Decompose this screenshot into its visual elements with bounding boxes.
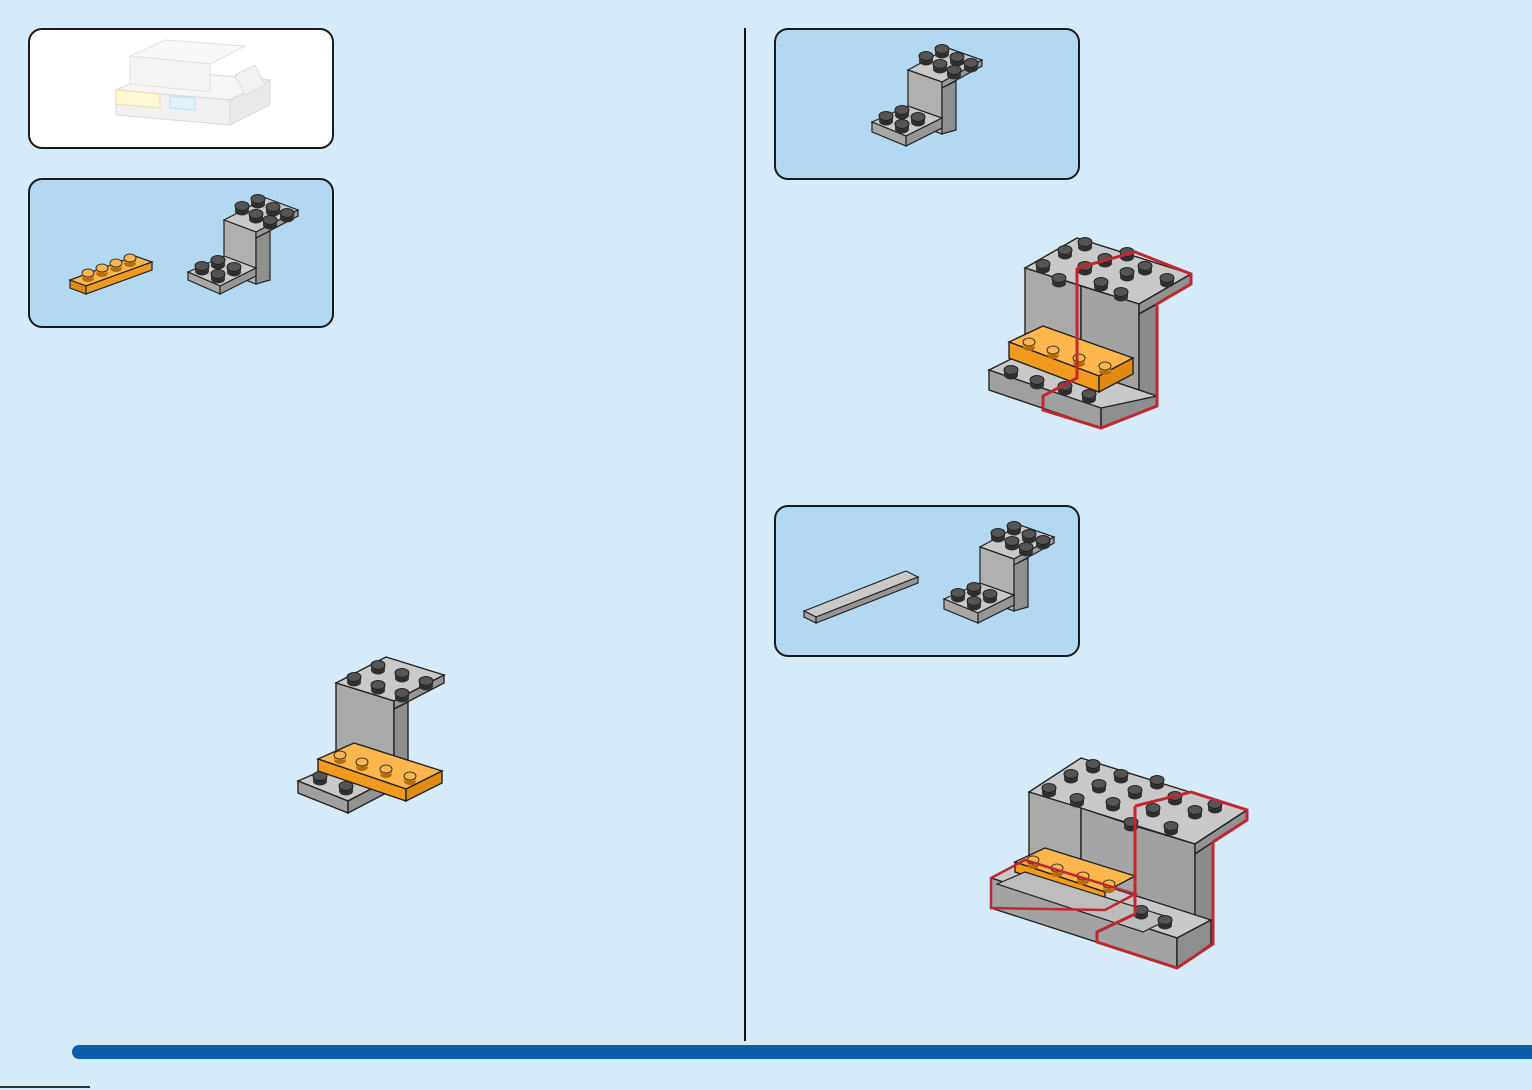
step-right-2 — [985, 748, 1255, 983]
page-divider — [744, 28, 746, 1041]
bracket-with-orange-plate-icon — [290, 635, 460, 825]
gray-bracket-icon — [776, 30, 1080, 180]
step-right-1 — [985, 228, 1205, 443]
parts-panel-right-2 — [774, 505, 1080, 657]
page-footer-bar — [72, 1045, 1532, 1059]
three-brackets-assembly-icon — [985, 748, 1255, 978]
gray-bracket-icon — [944, 522, 1054, 624]
gray-tile-1x6-icon — [804, 571, 918, 623]
step-left — [290, 635, 460, 830]
parts-panel-left — [28, 178, 334, 328]
assembly-overview-icon — [30, 30, 334, 149]
parts-panel-right-1 — [774, 28, 1080, 180]
overview-callout — [28, 28, 334, 149]
two-brackets-assembly-icon — [985, 228, 1205, 438]
orange-plate-1x4-icon — [70, 254, 152, 294]
gray-bracket-icon — [188, 195, 298, 295]
footer-rule — [0, 1086, 90, 1088]
